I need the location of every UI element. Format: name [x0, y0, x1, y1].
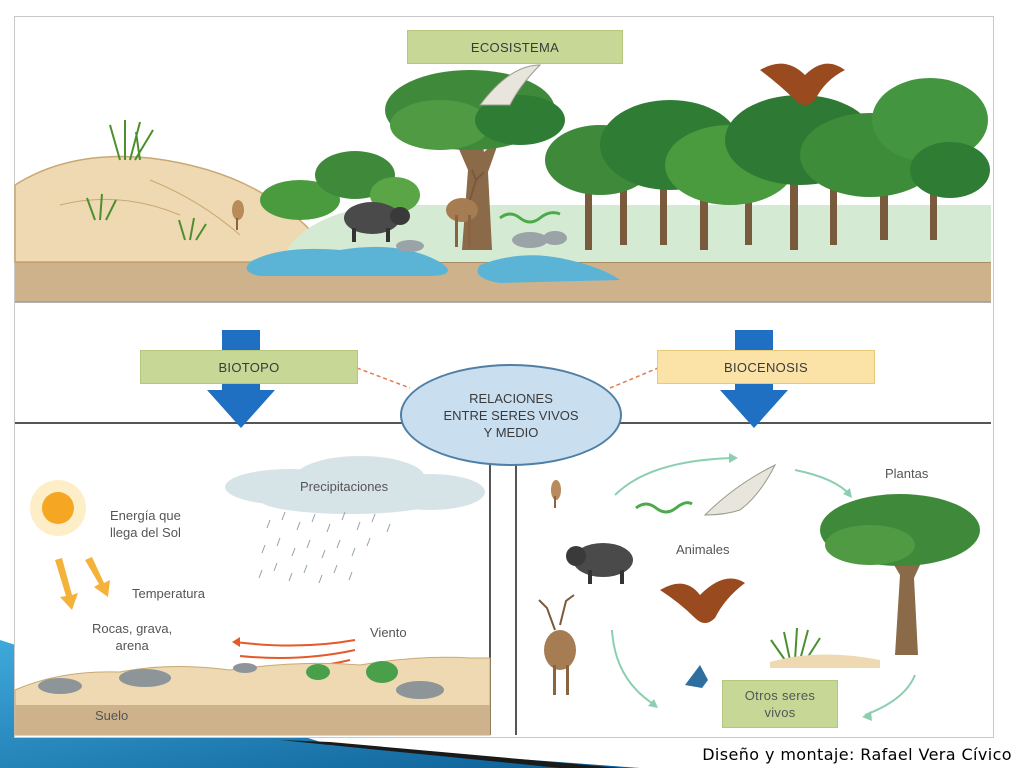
rain-drops [258, 511, 391, 584]
temperatura-label: Temperatura [132, 586, 205, 601]
shrub-icon [306, 661, 398, 683]
cycle-arrow-icon [611, 457, 916, 716]
sun-ray-arrow-icon [55, 557, 110, 610]
label-biotopo: BIOTOPO [140, 350, 358, 384]
suelo-label: Suelo [95, 708, 129, 723]
soil [15, 705, 490, 735]
label-biocenosis: BIOCENOSIS [657, 350, 875, 384]
heron-icon [478, 64, 542, 106]
otros-seres-vivos-label: Otros seres vivos [722, 680, 838, 728]
label-ecosistema: ECOSISTEMA [407, 30, 623, 64]
author-credit: Diseño y montaje: Rafael Vera Cívico [702, 745, 1012, 764]
energia-label: Energía que llega del Sol [110, 508, 181, 540]
top-scene [14, 30, 991, 302]
snake-icon [499, 211, 561, 224]
biotopo-scene [14, 456, 491, 736]
plantas-label: Plantas [885, 466, 929, 481]
boar-icon [566, 543, 633, 584]
precipitaciones-label: Precipitaciones [300, 479, 389, 494]
small-animal-icon [232, 200, 244, 230]
dune-grass [86, 120, 207, 241]
eagle-icon [660, 578, 745, 623]
small-animal-icon [551, 480, 561, 508]
eagle-icon [760, 63, 845, 105]
corner-swoosh-dark [280, 740, 620, 768]
rocks-bottom [38, 663, 444, 699]
relaciones-line-1: RELACIONES [469, 390, 553, 406]
rocks-top [396, 231, 567, 252]
pond-right [477, 255, 620, 283]
relaciones-ellipse: RELACIONES ENTRE SERES VIVOS Y MEDIO [400, 364, 622, 466]
relaciones-line-2: ENTRE SERES VIVOS [443, 407, 579, 423]
biocenosis-scene [538, 453, 980, 721]
dashed-connector-left [356, 367, 411, 389]
forest-trees [545, 78, 990, 250]
snake-icon [635, 501, 693, 514]
deer-icon [538, 594, 576, 695]
pond-left [246, 246, 448, 276]
heron-icon [703, 463, 777, 516]
relaciones-line-3: Y MEDIO [483, 424, 539, 440]
dashed-connector-right [609, 367, 659, 389]
viento-label: Viento [370, 625, 407, 640]
animales-label: Animales [676, 542, 730, 557]
sun-icon [42, 492, 74, 524]
boar-icon [344, 202, 410, 242]
bird-icon [685, 665, 708, 688]
deer-icon [446, 169, 485, 247]
rocas-label: Rocas, grava, arena [92, 621, 173, 653]
pine-tree-icon [820, 494, 980, 655]
grass-icon [770, 627, 821, 661]
cloud-icon [225, 456, 485, 514]
